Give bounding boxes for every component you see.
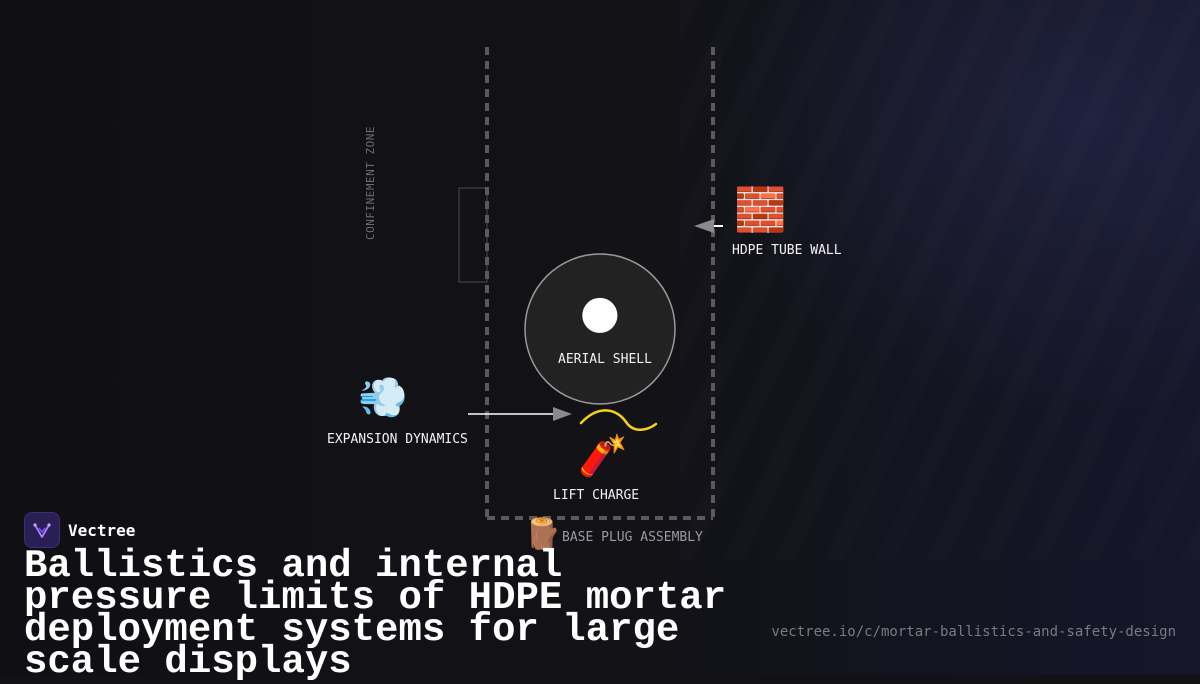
gas-puff-icon: 💨 <box>358 375 408 421</box>
brick-wall-icon: 🧱 <box>734 185 787 234</box>
expansion-arrowhead <box>553 407 572 421</box>
brand-name: Vectree <box>68 520 136 540</box>
fuse-line <box>579 409 658 431</box>
background-rays <box>680 0 1200 560</box>
aerial-shell-label: AERIAL SHELL <box>558 352 652 367</box>
base-plug-label: BASE PLUG ASSEMBLY <box>562 530 703 545</box>
expansion-dynamics-label: EXPANSION DYNAMICS <box>327 432 468 447</box>
tube-wall-label: HDPE TUBE WALL <box>732 243 842 258</box>
tube-wall-arrowhead <box>694 219 714 233</box>
wood-log-icon: 🪵 <box>524 517 562 552</box>
brand: Vectree <box>24 512 135 548</box>
confinement-zone-label: CONFINEMENT ZONE <box>364 126 377 240</box>
page-title: Ballistics and internal pressure limits … <box>24 544 727 684</box>
aerial-shell-circle <box>524 253 676 405</box>
vectree-logo-icon <box>24 512 60 548</box>
firecracker-icon: 🧨 <box>578 433 628 479</box>
source-url[interactable]: vectree.io/c/mortar-ballistics-and-safet… <box>771 624 1176 640</box>
confinement-bracket <box>458 187 488 283</box>
dark-moon-icon: 🌑 <box>579 294 621 340</box>
lift-charge-label: LIFT CHARGE <box>553 488 640 503</box>
